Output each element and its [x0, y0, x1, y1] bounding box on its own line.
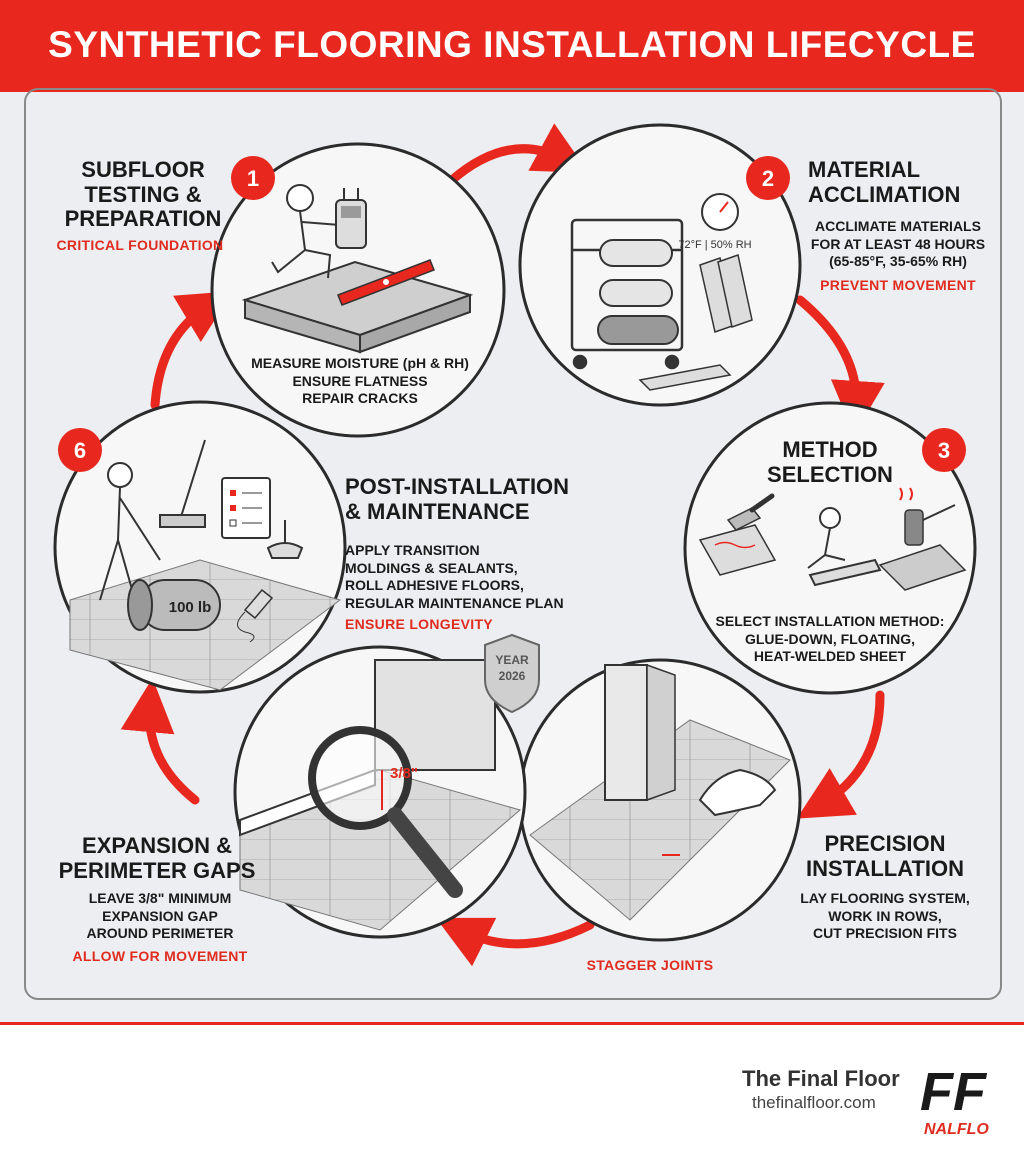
- wall-post: [604, 664, 648, 801]
- step-1-details: MEASURE MOISTURE (pH & RH) ENSURE FLATNE…: [251, 355, 469, 406]
- step-4-heading: PRECISION INSTALLATION: [805, 831, 965, 881]
- company-name: The Final Floor: [742, 1066, 900, 1091]
- company-url[interactable]: thefinalfloor.com: [752, 1093, 876, 1112]
- checklist-icon: [221, 477, 271, 539]
- gauge-label: 72°F | 50% RH: [678, 239, 751, 251]
- step-5-details: LEAVE 3/8" MINIMUM EXPANSION GAP AROUND …: [86, 890, 234, 941]
- arrow-4-to-5: [435, 917, 595, 967]
- logo-letters: FF: [920, 1062, 988, 1122]
- step-4-illustration: [518, 658, 802, 942]
- step-2-illustration: 72°F | 50% RH 2: [518, 123, 802, 407]
- step-3-illustration: 3: [683, 401, 977, 695]
- title-bar: [0, 0, 1024, 92]
- gap-label: 3/8": [390, 765, 418, 782]
- roller-label: 100 lb: [169, 599, 212, 616]
- arrow-5-to-6: [120, 678, 200, 805]
- shield-icon: YEAR 2026: [484, 633, 540, 714]
- hand-icon: [698, 768, 777, 817]
- arrow-1-to-2: [447, 123, 589, 185]
- step-6-illustration: 100 lb 6: [53, 400, 347, 694]
- step-5-illustration: 3/8": [233, 645, 527, 939]
- heat-gun-icon: [878, 487, 967, 591]
- floating-worker: [807, 507, 882, 587]
- company-logo: FF NALFLO: [920, 1062, 989, 1138]
- step-3-number: 3: [938, 438, 950, 463]
- step-2-details: ACCLIMATE MATERIALS FOR AT LEAST 48 HOUR…: [810, 218, 986, 269]
- badge-line2: 2026: [499, 669, 526, 683]
- arrow-6-to-1: [150, 291, 234, 410]
- step-4-tag: STAGGER JOINTS: [586, 957, 714, 973]
- step-1-illustration: 1: [210, 142, 506, 438]
- step-1-tag: CRITICAL FOUNDATION: [56, 237, 224, 253]
- step-6-number: 6: [74, 438, 86, 463]
- roller-icon: [127, 579, 221, 631]
- step-2-number: 2: [762, 166, 774, 191]
- step-3-heading: METHOD SELECTION: [767, 437, 893, 487]
- footer-divider: [0, 1022, 1024, 1025]
- glue-bottle-icon: [237, 588, 274, 643]
- plank-stack: [638, 254, 753, 391]
- moisture-meter-icon: [335, 188, 367, 249]
- mop-icon: [159, 439, 304, 559]
- magnifier-icon: [308, 726, 463, 898]
- step-6-tag: ENSURE LONGEVITY: [345, 616, 493, 632]
- thermometer-icon: [701, 193, 739, 231]
- step-2-heading: MATERIAL ACCLIMATION: [808, 157, 961, 207]
- step-1-number: 1: [247, 166, 259, 191]
- step-2-tag: PREVENT MOVEMENT: [820, 277, 976, 293]
- cycle-arrows: [120, 123, 885, 967]
- step-5-tag: ALLOW FOR MOVEMENT: [72, 948, 248, 964]
- step-5-heading: EXPANSION & PERIMETER GAPS: [58, 833, 256, 883]
- badge-line1: YEAR: [495, 653, 529, 667]
- step-3-details: SELECT INSTALLATION METHOD: GLUE-DOWN, F…: [715, 613, 945, 664]
- trowel-icon: [698, 493, 777, 576]
- logo-strip: NALFLO: [924, 1121, 989, 1138]
- level-icon: [337, 259, 435, 306]
- worker-figure: [271, 184, 341, 279]
- arrow-3-to-4: [796, 690, 885, 819]
- step-6-details: APPLY TRANSITION MOLDINGS & SEALANTS, RO…: [345, 542, 564, 611]
- page-title: SYNTHETIC FLOORING INSTALLATION LIFECYCL…: [48, 24, 976, 65]
- step-4-details: LAY FLOORING SYSTEM, WORK IN ROWS, CUT P…: [800, 890, 970, 941]
- arrow-2-to-3: [795, 295, 885, 435]
- step-6-heading: POST-INSTALLATION & MAINTENANCE: [345, 474, 570, 524]
- step-1-heading: SUBFLOOR TESTING & PREPARATION: [64, 157, 222, 232]
- diagram-frame: [24, 88, 1002, 1000]
